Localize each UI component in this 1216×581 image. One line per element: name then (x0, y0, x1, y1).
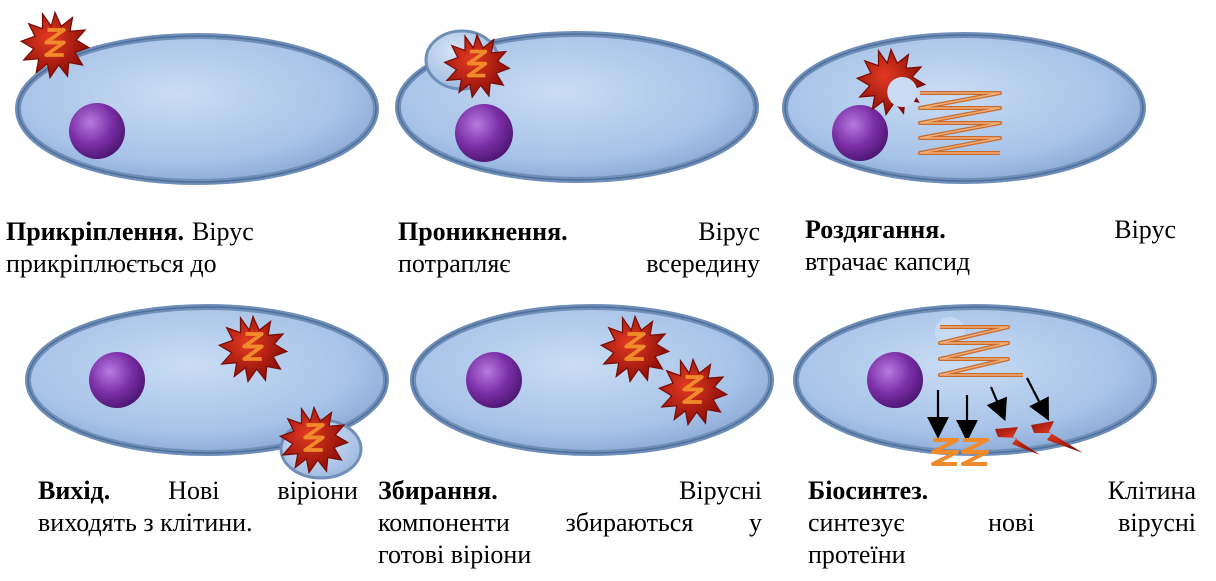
step-title: Біосинтез. (808, 475, 928, 507)
caption-uncoating: Роздягання. Вірус втрачає капсид (805, 214, 1176, 278)
step-text: Вірус (192, 216, 254, 248)
panel-exit (28, 307, 386, 478)
step-text: потрапляє (398, 248, 510, 280)
step-text: втрачає капсид (805, 246, 970, 278)
step-text: всередину (646, 248, 760, 280)
step-title: Вихід. (38, 475, 110, 507)
step-title: Прикріплення. (6, 216, 184, 248)
nucleus-icon (832, 105, 888, 161)
step-text: Нові (168, 475, 219, 507)
caption-exit: Вихід. Нові віріони виходять з клітини. (38, 475, 358, 539)
step-text: готові віріони (378, 539, 531, 571)
step-title: Проникнення. (398, 216, 568, 248)
step-text: виходять з клітини. (38, 507, 253, 539)
caption-biosynthesis: Біосинтез. Клітина синтезує нові вірусні… (808, 475, 1196, 571)
caption-penetration: Проникнення. Вірус потрапляє всередину (398, 216, 760, 280)
nucleus-icon (455, 104, 513, 162)
step-text: протеїни (808, 539, 906, 571)
step-title: Роздягання. (805, 214, 946, 246)
step-text: компоненти (378, 507, 510, 539)
step-text: синтезує (808, 507, 904, 539)
step-text: прикріплюється до (6, 248, 217, 280)
step-text: нові (988, 507, 1034, 539)
panel-penetration (398, 31, 756, 180)
step-text: у (749, 507, 762, 539)
step-text: збираються (566, 507, 694, 539)
caption-attachment: Прикріплення. Вірус прикріплюється до (6, 216, 312, 280)
step-text: віріони (277, 475, 358, 507)
caption-assembly: Збирання. Вірусні компоненти збираються … (378, 475, 762, 571)
step-text: Вірусні (679, 475, 762, 507)
step-text: Клітина (1108, 475, 1196, 507)
panel-attachment (18, 13, 376, 183)
nucleus-icon (867, 352, 923, 408)
nucleus-icon (89, 352, 145, 408)
nucleus-icon (466, 352, 522, 408)
panel-uncoating (785, 35, 1143, 181)
step-title: Збирання. (378, 475, 498, 507)
nucleus-icon (69, 103, 125, 159)
panel-biosynthesis (796, 307, 1154, 464)
step-text: Вірус (1114, 214, 1176, 246)
step-text: Вірус (698, 216, 760, 248)
panel-assembly (413, 307, 771, 453)
step-text: вірусні (1118, 507, 1196, 539)
